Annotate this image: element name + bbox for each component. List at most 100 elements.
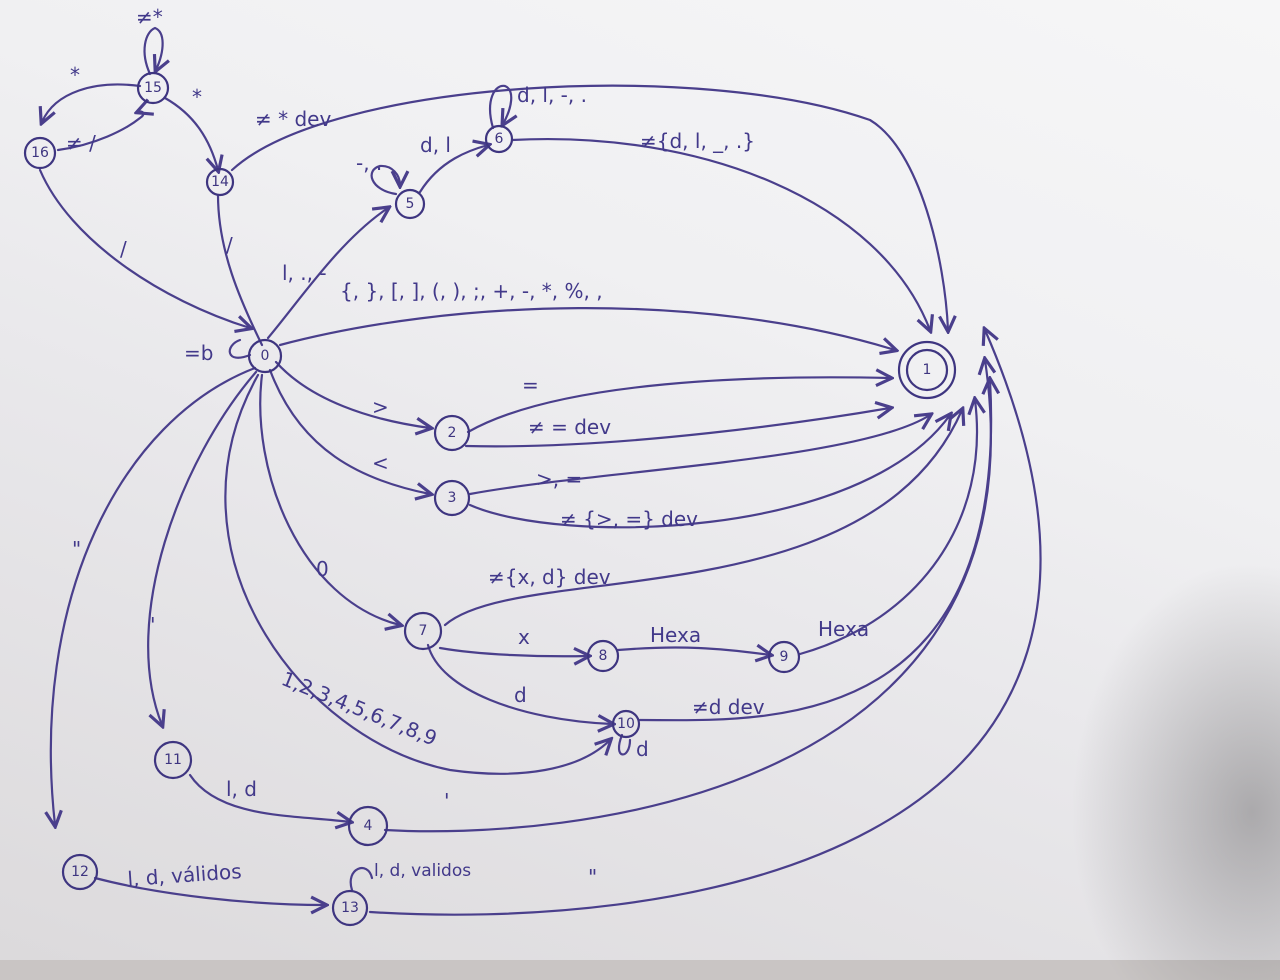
edge-13-1 [368, 330, 1042, 916]
label-7-8: x [518, 625, 530, 649]
edge-7-8 [438, 646, 588, 656]
edge-8-9 [616, 648, 770, 655]
edge-3-1 [468, 415, 930, 496]
state-3: 3 [433, 479, 471, 517]
state-12: 12 [61, 853, 99, 891]
label-0-11: ' [150, 613, 156, 637]
state-9: 9 [767, 640, 801, 674]
edge-10-loop [617, 733, 632, 756]
label-8-9: Hexa [650, 623, 701, 647]
label-0-5: l, ., - [282, 261, 327, 285]
label-2-1-dev: ≠ = dev [528, 415, 611, 439]
label-16-0: / [120, 237, 127, 261]
label-0-7: 0 [316, 557, 329, 581]
edge-0-5 [266, 208, 388, 340]
edge-15-14 [163, 96, 218, 170]
svg-text:3: 3 [448, 490, 457, 506]
svg-text:14: 14 [211, 174, 229, 190]
label-7-1: ≠{x, d} dev [488, 565, 611, 589]
label-loop-5: -, . [356, 151, 382, 175]
edge-11-4 [188, 773, 350, 822]
label-loop-15: ≠* [136, 5, 163, 29]
label-0-10: 1,2,3,4,5,6,7,8,9 [278, 666, 440, 750]
edge-2-1-dev [464, 408, 890, 448]
svg-text:15: 15 [144, 80, 162, 96]
edge-0-7 [259, 373, 400, 625]
edge-0-1 [278, 307, 895, 350]
edge-9-1 [798, 400, 977, 656]
hand-shadow [1070, 560, 1280, 980]
label-6-1: ≠{d, l, _, .} [640, 129, 755, 153]
edge-0-11 [147, 370, 258, 725]
state-8: 8 [586, 639, 620, 673]
edge-15-loop [143, 26, 163, 76]
label-loop-13: l, d, validos [374, 861, 471, 881]
edge-16-15 [56, 111, 143, 152]
svg-text:6: 6 [495, 131, 504, 147]
edge-16-0 [38, 168, 250, 328]
edge-4-1 [383, 360, 991, 833]
edge-0-12 [51, 366, 257, 825]
edge-labels: ≠* * * ≠ / / / ≠ * dev d, l, -, . d, l -… [66, 5, 869, 891]
label-0-1: {, }, [, ], (, ), ;, +, -, *, %, , [340, 279, 603, 303]
label-loop-6: d, l, -, . [517, 83, 587, 107]
label-loop-0: =b [184, 341, 213, 365]
edge-5-loop [370, 164, 400, 196]
edge-10-1 [638, 380, 991, 722]
state-15: 15 [136, 71, 170, 105]
state-10: 10 [611, 709, 641, 739]
label-3-1: >, = [536, 467, 582, 491]
state-7: 7 [403, 611, 443, 651]
state-5: 5 [394, 188, 426, 220]
edge-3-1-dev [468, 415, 950, 529]
state-diagram: 15 16 14 6 5 0 1 2 3 7 8 9 10 11 4 12 13… [23, 5, 1042, 927]
edge-0-10 [224, 373, 610, 775]
svg-text:9: 9 [780, 649, 789, 665]
state-0: 0 [247, 338, 283, 374]
state-2: 2 [433, 414, 471, 452]
label-14-1: ≠ * dev [255, 107, 331, 131]
edge-15-16 [42, 83, 142, 123]
state-4: 4 [347, 805, 389, 847]
svg-text:11: 11 [164, 752, 182, 768]
label-0-3: < [372, 451, 389, 475]
svg-text:12: 12 [71, 864, 89, 880]
svg-text:4: 4 [364, 818, 373, 834]
edge-7-1 [443, 410, 962, 627]
edge-12-13 [93, 876, 325, 905]
svg-text:2: 2 [448, 425, 457, 441]
svg-text:13: 13 [341, 900, 359, 916]
label-0-12: " [72, 537, 81, 561]
edge-14-1 [230, 84, 948, 330]
label-15-14: * [192, 85, 202, 109]
label-3-1-dev: ≠ {>, =} dev [560, 507, 698, 531]
label-14-0: / [226, 233, 233, 257]
state-1-final: 1 [897, 340, 957, 400]
label-7-10: d [514, 683, 527, 707]
label-15-16: * [70, 63, 80, 87]
svg-text:7: 7 [419, 623, 428, 639]
svg-text:8: 8 [599, 648, 608, 664]
edge-7-10 [426, 643, 612, 724]
state-11: 11 [153, 740, 193, 780]
label-0-2: > [372, 395, 389, 419]
state-6: 6 [484, 124, 514, 154]
edge-6-loop [488, 84, 511, 130]
label-2-1: = [522, 373, 539, 397]
label-9-1: Hexa [818, 617, 869, 641]
edge-0-loop [228, 338, 252, 359]
label-13-1: " [588, 865, 597, 889]
nodes: 15 16 14 6 5 0 1 2 3 7 8 9 10 11 4 12 13 [23, 71, 957, 927]
label-11-4: l, d [226, 777, 257, 801]
label-loop-10: d [636, 737, 649, 761]
svg-text:0: 0 [261, 348, 270, 364]
edge-6-1 [510, 138, 930, 330]
svg-text:10: 10 [617, 716, 635, 732]
label-16-15: ≠ / [66, 131, 96, 155]
edges [38, 26, 1042, 916]
state-13: 13 [331, 889, 369, 927]
svg-text:5: 5 [406, 196, 415, 212]
label-5-6: d, l [420, 133, 451, 157]
edge-2-1 [466, 377, 890, 434]
